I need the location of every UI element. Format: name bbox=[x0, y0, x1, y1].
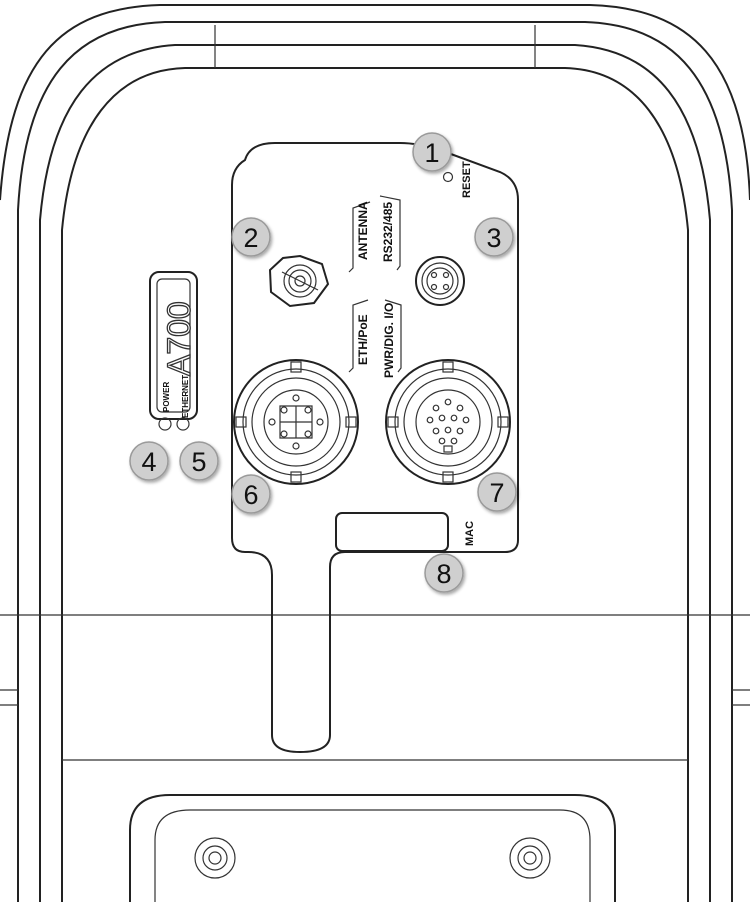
callout-4: 4 bbox=[129, 441, 169, 481]
pwr-dig-io-connector bbox=[385, 359, 511, 485]
screw-right bbox=[509, 837, 551, 879]
svg-text:1: 1 bbox=[424, 138, 439, 168]
callout-6: 6 bbox=[231, 474, 271, 514]
svg-text:5: 5 bbox=[191, 447, 206, 477]
callout-8: 8 bbox=[424, 553, 464, 593]
svg-text:3: 3 bbox=[486, 223, 501, 253]
reset-label: RESET bbox=[461, 161, 473, 198]
svg-text:6: 6 bbox=[243, 480, 258, 510]
eth-poe-connector bbox=[233, 359, 359, 485]
ethernet-led-label: ETHERNET bbox=[181, 375, 190, 418]
led-badge: A700 POWER ETHERNET bbox=[149, 271, 198, 431]
svg-text:4: 4 bbox=[141, 447, 156, 477]
callout-5: 5 bbox=[179, 441, 219, 481]
rs232-485-label: RS232/485 bbox=[381, 202, 395, 262]
mac-label-area bbox=[335, 512, 449, 552]
model-label: A700 bbox=[161, 301, 197, 376]
callout-1: 1 bbox=[412, 132, 452, 172]
rs232-485-connector bbox=[415, 256, 465, 306]
antenna-label: ANTENNA bbox=[356, 201, 370, 260]
bottom-recess bbox=[129, 794, 616, 902]
svg-text:8: 8 bbox=[436, 559, 451, 589]
callout-7: 7 bbox=[477, 472, 517, 512]
svg-text:2: 2 bbox=[243, 223, 258, 253]
screw-left bbox=[194, 837, 236, 879]
reset-button[interactable] bbox=[442, 171, 454, 183]
svg-text:7: 7 bbox=[489, 478, 504, 508]
power-led bbox=[158, 417, 172, 431]
ethernet-led bbox=[176, 417, 190, 431]
power-led-label: POWER bbox=[162, 382, 171, 412]
eth-poe-label: ETH/PoE bbox=[356, 314, 370, 365]
housing-outline bbox=[0, 4, 750, 902]
callout-3: 3 bbox=[474, 217, 514, 257]
callout-2: 2 bbox=[231, 217, 271, 257]
mac-label: MAC bbox=[464, 521, 476, 546]
antenna-connector bbox=[268, 254, 330, 308]
pwr-dig-io-label: PWR/DIG. I/O bbox=[382, 303, 396, 378]
